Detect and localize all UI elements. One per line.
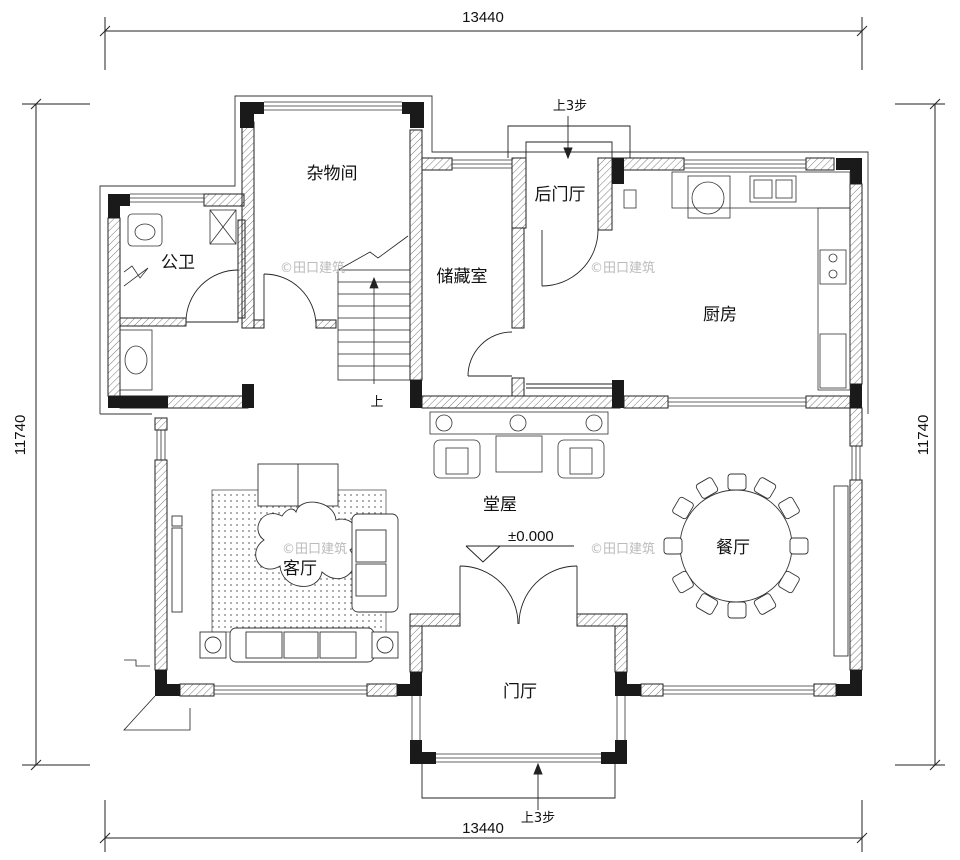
dining-table [663, 473, 849, 657]
back-steps [507, 116, 631, 160]
room-label-living-room: 客厅 [283, 559, 317, 579]
room-label-back-hall: 后门厅 [535, 185, 586, 205]
living-furniture [171, 463, 399, 663]
stair-up-label: 上 [370, 395, 383, 410]
room-label-storage: 杂物间 [307, 164, 358, 184]
watermark: ©田口建筑 [590, 541, 655, 557]
room-label-dining-room: 餐厅 [716, 538, 750, 558]
room-label-kitchen: 厨房 [703, 305, 737, 325]
staircase [337, 235, 411, 384]
room-label-entrance-hall: 门厅 [503, 682, 537, 702]
doors [185, 229, 612, 625]
dimension-bottom: 13440 [462, 820, 504, 837]
windows [130, 101, 861, 763]
dimension-lines [22, 17, 945, 852]
dimension-left: 11740 [12, 415, 29, 456]
kitchen-fixtures [623, 171, 851, 391]
elevation-marker [465, 545, 574, 563]
toilet-fixtures [119, 209, 237, 391]
watermark: ©田口建筑 [280, 260, 345, 276]
front-steps-label: 上3步 [521, 811, 555, 826]
outer-outline [99, 95, 869, 415]
watermark: ©田口建筑 [282, 541, 347, 557]
watermark: ©田口建筑 [590, 260, 655, 276]
room-label-pantry: 储藏室 [437, 267, 488, 287]
room-label-main-hall: 堂屋 [483, 495, 517, 515]
front-steps [421, 762, 616, 810]
elevation-label: ±0.000 [508, 528, 554, 545]
hall-furniture [429, 411, 609, 479]
back-steps-label: 上3步 [553, 99, 587, 114]
dimension-right: 11740 [915, 415, 932, 456]
corner-detail [123, 659, 191, 731]
structural-columns [108, 102, 862, 764]
dimension-top: 13440 [462, 9, 504, 26]
room-label-public-toilet: 公卫 [161, 253, 195, 273]
